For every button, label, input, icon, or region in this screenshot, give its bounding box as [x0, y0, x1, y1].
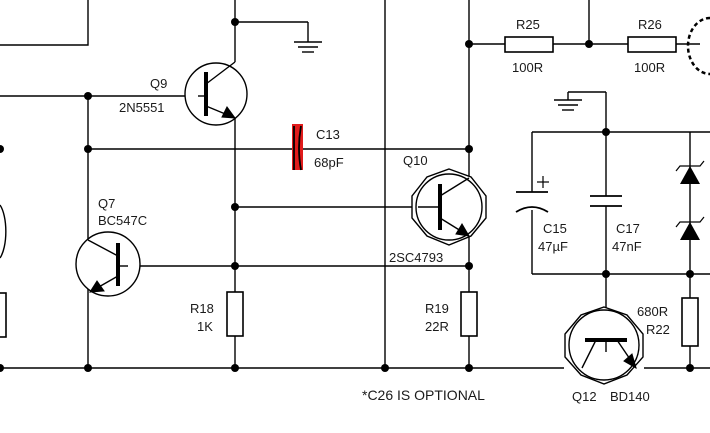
r25-value-label: 100R	[512, 60, 543, 75]
c15-value-label: 47µF	[538, 239, 568, 254]
r18-ref-label: R18	[190, 301, 214, 316]
r19-ref-label: R19	[425, 301, 449, 316]
c13-ref-label: C13	[316, 127, 340, 142]
transistor-q7	[75, 231, 141, 297]
r26-value-label: 100R	[634, 60, 665, 75]
r19-value-label: 22R	[425, 319, 449, 334]
q10-part-label: 2SC4793	[389, 250, 443, 265]
ground-symbol-top	[294, 41, 322, 53]
r26-ref-label: R26	[638, 17, 662, 32]
resistor-r26	[627, 36, 677, 53]
r25-ref-label: R25	[516, 17, 540, 32]
q12-ref-label: Q12	[572, 389, 597, 404]
c13-value-label: 68pF	[314, 155, 344, 170]
q7-part-label: BC547C	[98, 213, 147, 228]
r18-value-label: 1K	[197, 319, 213, 334]
transistor-q10	[411, 168, 487, 246]
q7-ref-label: Q7	[98, 196, 115, 211]
q9-part-label: 2N5551	[119, 100, 165, 115]
capacitor-c17	[590, 195, 622, 207]
zener-diode-upper	[675, 160, 705, 184]
resistor-r18	[226, 291, 244, 337]
q12-part-label: BD140	[610, 389, 650, 404]
transistor-q12	[564, 306, 644, 385]
q9-ref-label: Q9	[150, 76, 167, 91]
junction-dots	[0, 18, 694, 372]
capacitor-c15	[515, 176, 549, 213]
optional-note: *C26 IS OPTIONAL	[362, 387, 485, 403]
q10-ref-label: Q10	[403, 153, 428, 168]
resistor-r25	[504, 36, 554, 53]
c13-highlight	[292, 124, 303, 170]
partial-component-top-right	[686, 16, 710, 76]
r22-value-label: 680R	[637, 304, 668, 319]
c15-ref-label: C15	[543, 221, 567, 236]
resistor-r19	[460, 291, 478, 337]
ground-symbol-right	[554, 99, 582, 111]
r22-ref-label: R22	[646, 322, 670, 337]
transistor-q9	[184, 61, 248, 126]
resistor-r22	[681, 297, 699, 347]
zener-diode-lower	[675, 216, 705, 240]
c17-ref-label: C17	[616, 221, 640, 236]
c17-value-label: 47nF	[612, 239, 642, 254]
capacitor-c13	[292, 124, 303, 171]
